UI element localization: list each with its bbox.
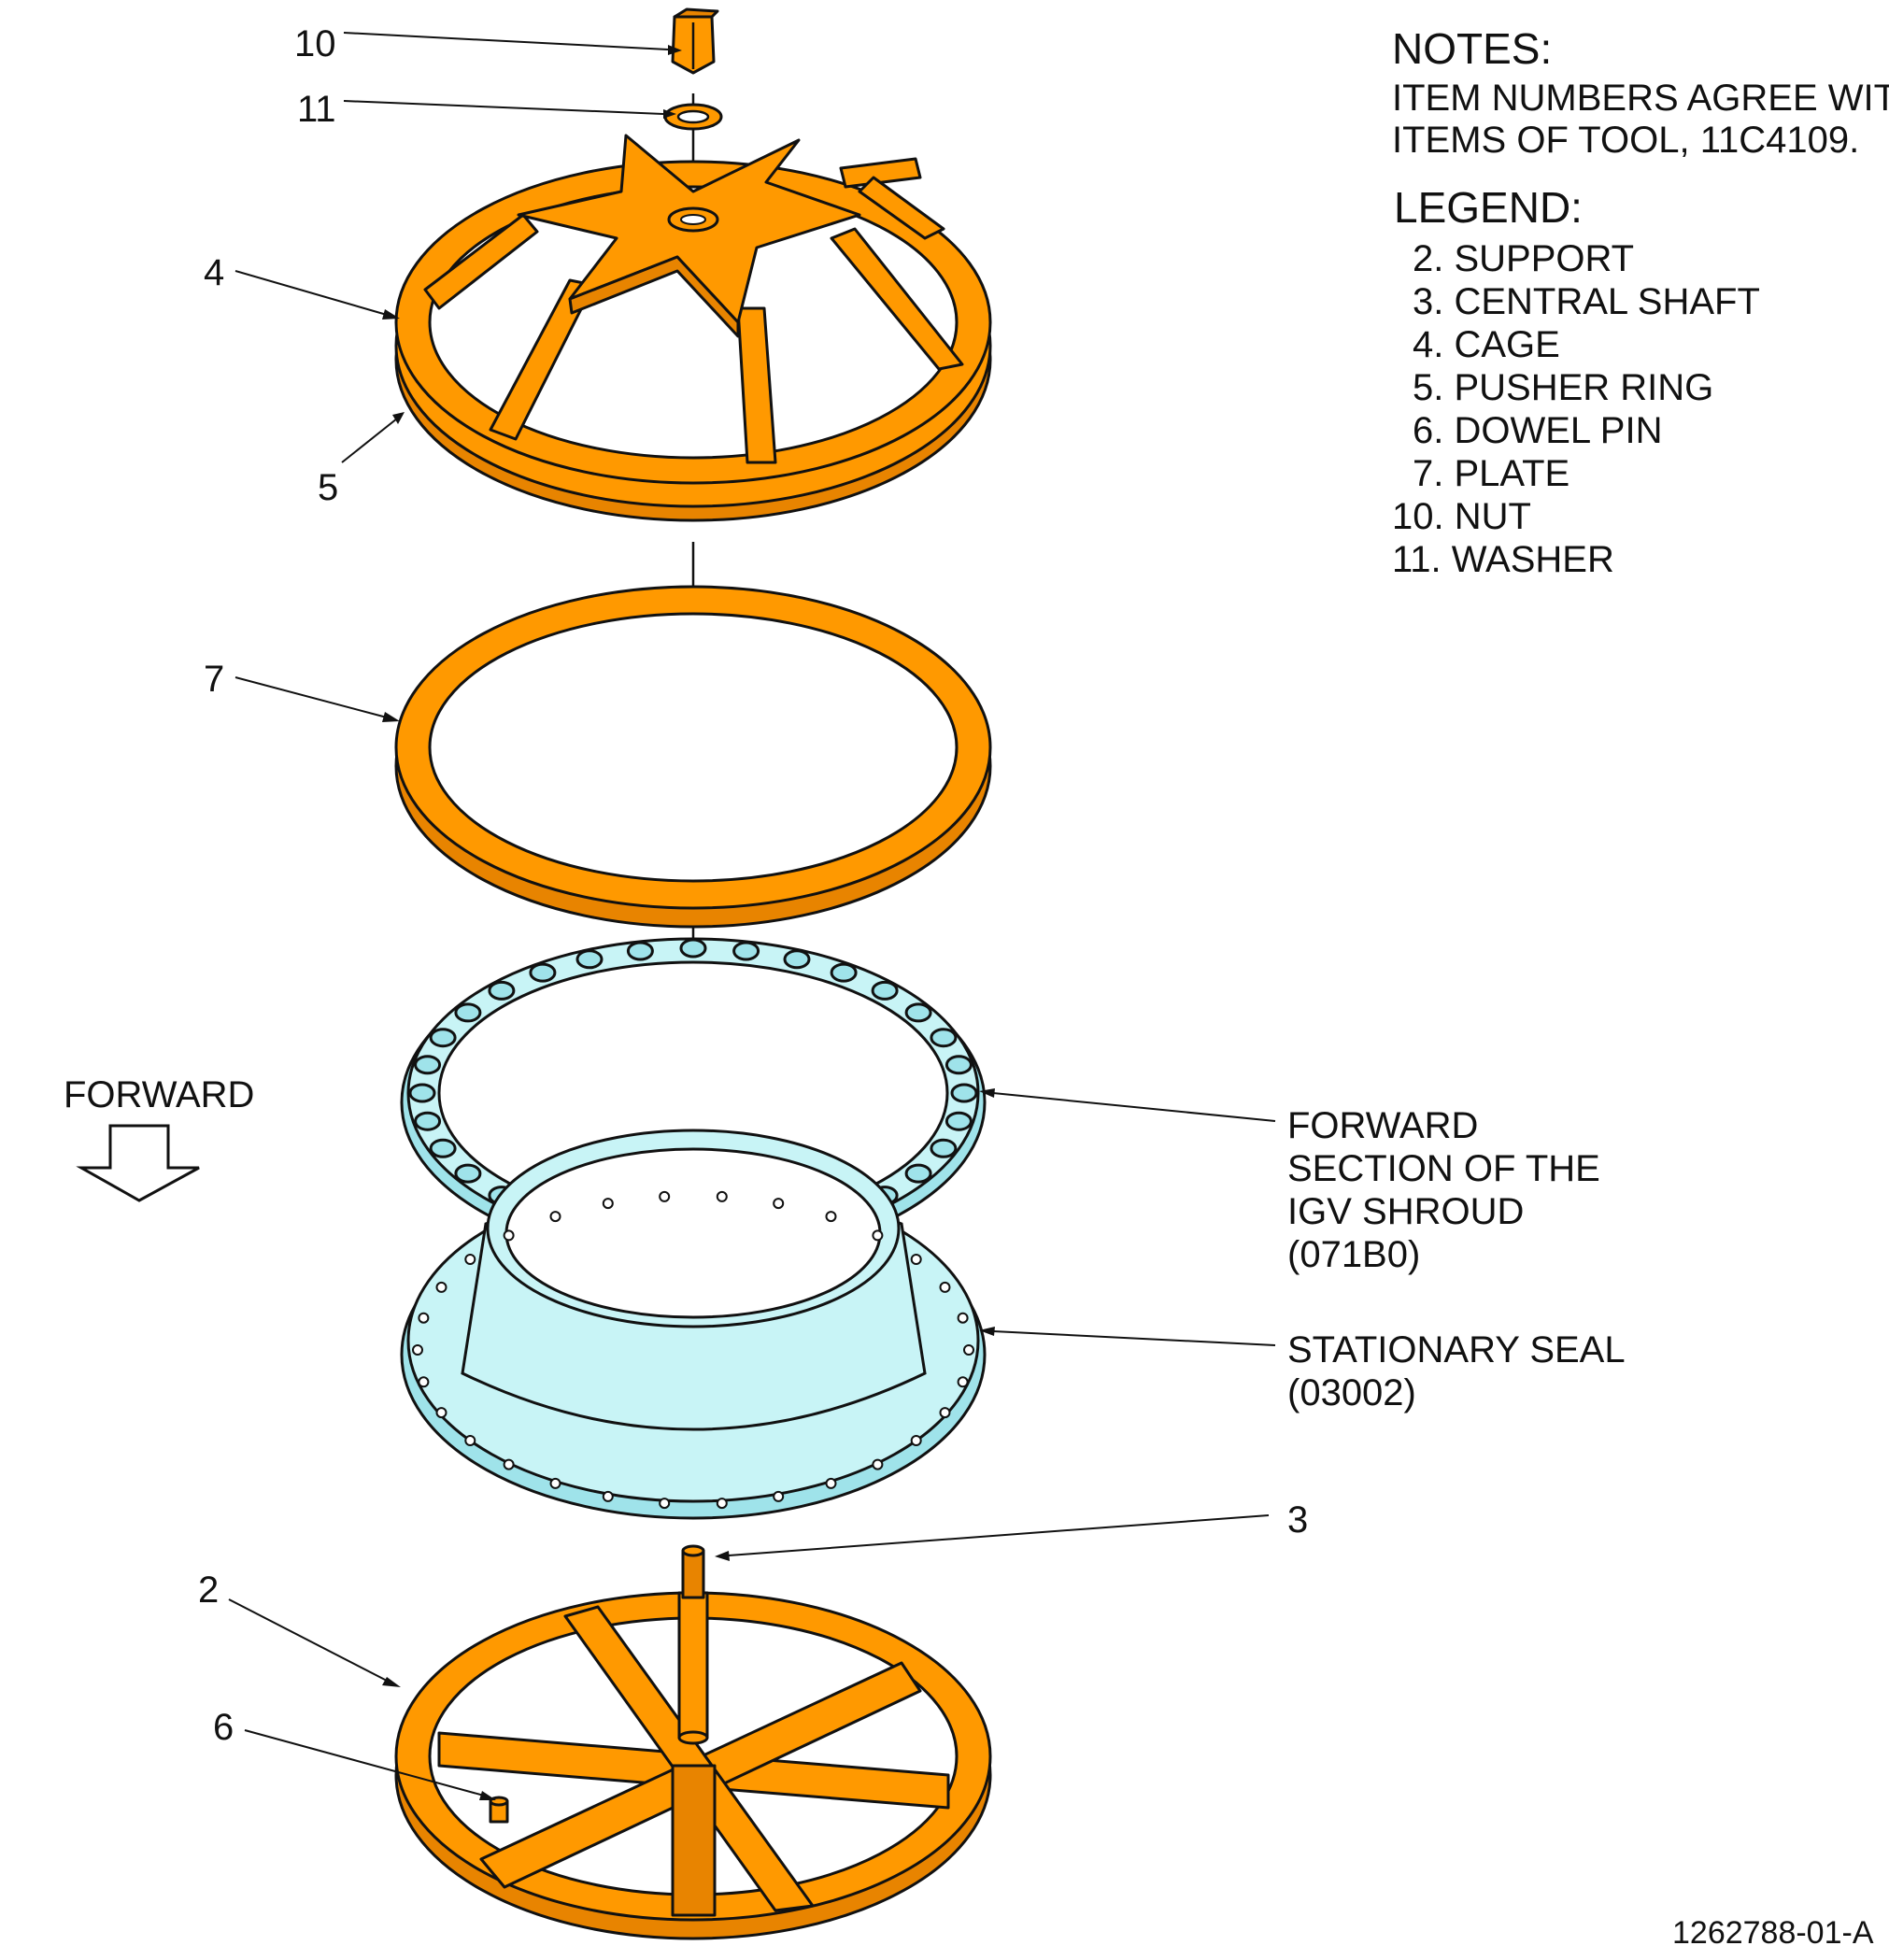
shroud-lug [454,1163,482,1184]
shroud-lug [429,1138,457,1158]
callout-11: 11 [297,89,336,130]
seal-label-line-2: (03002) [1287,1372,1416,1413]
seal-bolt-hole [503,1229,515,1242]
shroud-lug [679,938,707,959]
shroud-lug [414,1111,442,1131]
seal-bolt-hole [503,1458,515,1470]
shroud-lug [414,1055,442,1075]
washer-part [663,103,723,131]
shroud-lug [871,980,899,1001]
notes-line-2: ITEMS OF TOOL, 11C4109. [1392,120,1859,161]
shroud-lug [904,1163,932,1184]
seal-bolt-hole [549,1211,561,1223]
callout-7: 7 [204,659,224,700]
central-shaft-part [677,1544,709,1745]
seal-bolt-hole [716,1190,728,1202]
seal-bolt-hole [773,1490,785,1502]
shroud-label-line-4: (071B0) [1287,1234,1420,1275]
seal-bolt-hole [910,1254,922,1265]
shroud-lug [904,1002,932,1023]
seal-bolt-hole [602,1198,614,1210]
seal-bolt-hole [659,1190,671,1202]
legend-item-cage: 4. CAGE [1413,324,1560,365]
shroud-label-line-1: FORWARD [1287,1105,1478,1146]
shroud-label-line-3: IGV SHROUD [1287,1191,1524,1232]
legend-item-washer: 11. WASHER [1392,539,1614,580]
seal-bolt-hole [435,1407,447,1419]
legend-item-dowel-pin: 6. DOWEL PIN [1413,410,1662,451]
shroud-lug [930,1138,958,1158]
seal-bolt-hole [773,1198,785,1210]
callout-6: 6 [213,1707,234,1748]
seal-bolt-hole [939,1407,951,1419]
seal-bolt-hole [963,1344,974,1356]
seal-bolt-hole [939,1281,951,1293]
shroud-lug [830,962,858,983]
callout-5: 5 [318,467,338,508]
legend-heading: LEGEND: [1394,183,1583,232]
dowel-pin-part [489,1796,509,1824]
seal-bolt-hole [957,1376,969,1388]
callout-3: 3 [1287,1499,1308,1541]
notes-line-1: ITEM NUMBERS AGREE WITH [1392,78,1889,119]
figure-id: 1262788-01-A [1672,1915,1874,1951]
plate-part [394,585,992,929]
seal-bolt-hole [825,1477,837,1489]
shroud-lug [408,1083,436,1103]
notes-heading: NOTES: [1392,24,1552,73]
seal-bolt-hole [549,1477,561,1489]
seal-bolt-hole [412,1344,423,1356]
shroud-label-line-2: SECTION OF THE [1287,1148,1600,1189]
cage-part [394,134,992,485]
seal-bolt-hole [825,1211,837,1223]
shroud-lug [944,1111,973,1131]
forward-arrow-icon [76,1124,200,1202]
shroud-lug [930,1028,958,1048]
leader-lines [228,32,1276,1800]
shroud-lug [626,941,654,961]
legend-item-plate: 7. PLATE [1413,453,1569,494]
nut-part [671,7,719,75]
callout-4: 4 [204,252,224,293]
shroud-lug [529,962,557,983]
seal-bolt-hole [659,1498,671,1510]
shroud-lug [783,949,811,970]
seal-bolt-hole [418,1312,430,1324]
shroud-lug [429,1028,457,1048]
seal-bolt-hole [602,1490,614,1502]
legend-item-nut: 10. NUT [1392,496,1531,537]
seal-bolt-hole [435,1281,447,1293]
legend-item-pusher-ring: 5. PUSHER RING [1413,367,1713,408]
seal-bolt-hole [910,1435,922,1446]
seal-bolt-hole [464,1435,476,1446]
shroud-lug [944,1055,973,1075]
seal-bolt-hole [872,1458,884,1470]
shroud-lug [732,941,760,961]
callout-2: 2 [198,1569,219,1611]
seal-bolt-hole [418,1376,430,1388]
support-part [394,1591,992,1940]
callout-10: 10 [294,23,336,64]
legend-item-central-shaft: 3. CENTRAL SHAFT [1413,281,1760,322]
shroud-lug [575,949,604,970]
seal-label-line-1: STATIONARY SEAL [1287,1329,1626,1371]
shroud-lug [950,1083,978,1103]
seal-bolt-hole [872,1229,884,1242]
legend-item-support: 2. SUPPORT [1413,238,1634,279]
seal-bolt-hole [716,1498,728,1510]
forward-label: FORWARD [64,1074,254,1115]
shroud-lug [488,980,516,1001]
seal-bolt-hole [464,1254,476,1265]
seal-bolt-hole [957,1312,969,1324]
stationary-seal-part [400,1129,987,1520]
shroud-lug [454,1002,482,1023]
